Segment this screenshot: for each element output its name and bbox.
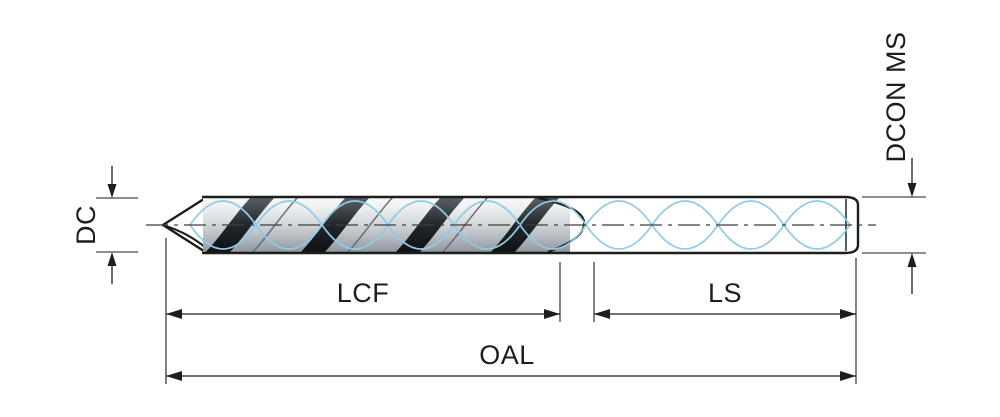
flute-section-outline [201, 195, 572, 255]
ls-arrow-right [840, 309, 856, 319]
lcf-label: LCF [337, 278, 390, 308]
dimension-ls: LS [594, 278, 856, 319]
dc-label: DC [71, 205, 101, 245]
dcon-arrow-down [907, 183, 917, 197]
dc-arrow-down [107, 184, 117, 198]
drill-body [146, 195, 876, 255]
oal-arrow-left [166, 371, 182, 381]
oal-label: OAL [479, 340, 535, 370]
ls-arrow-left [594, 309, 610, 319]
dimension-dcon-ms: DCON MS [862, 32, 926, 294]
ls-label: LS [708, 278, 742, 308]
dcon-arrow-up [907, 253, 917, 267]
dimension-lcf: LCF [166, 278, 560, 319]
oal-arrow-right [840, 371, 856, 381]
dcon-ms-label: DCON MS [881, 32, 911, 163]
lcf-arrow-right [544, 309, 560, 319]
dc-arrow-up [107, 252, 117, 266]
extension-lines [165, 238, 857, 384]
dimension-dc: DC [71, 166, 138, 284]
lcf-arrow-left [166, 309, 182, 319]
flute-band [300, 197, 370, 253]
dimension-oal: OAL [166, 340, 856, 381]
